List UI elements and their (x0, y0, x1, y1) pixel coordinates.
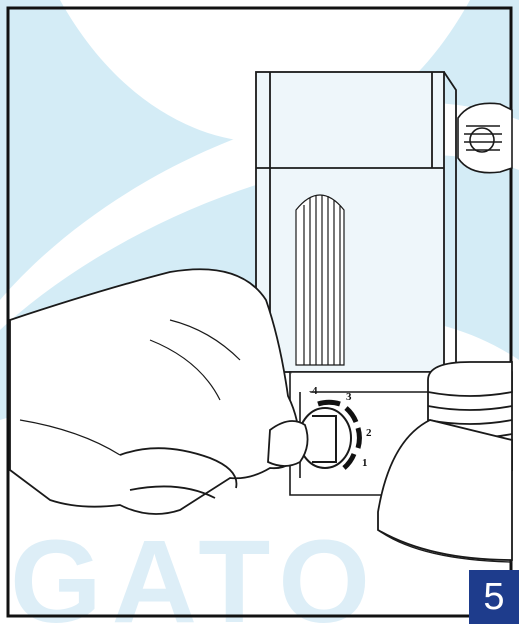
dial-label-2: 2 (366, 427, 372, 439)
hand (10, 269, 308, 514)
latch-clip (458, 103, 512, 172)
dial-label-1: 1 (362, 457, 368, 469)
base-dome (378, 420, 512, 560)
step-number-badge: 5 (469, 570, 519, 624)
dial-label-4: 4 (312, 385, 318, 397)
container-window (296, 195, 344, 365)
dial-label-3: 3 (346, 391, 352, 403)
watermark-text: GATO (10, 516, 380, 624)
container-jar (256, 72, 456, 372)
